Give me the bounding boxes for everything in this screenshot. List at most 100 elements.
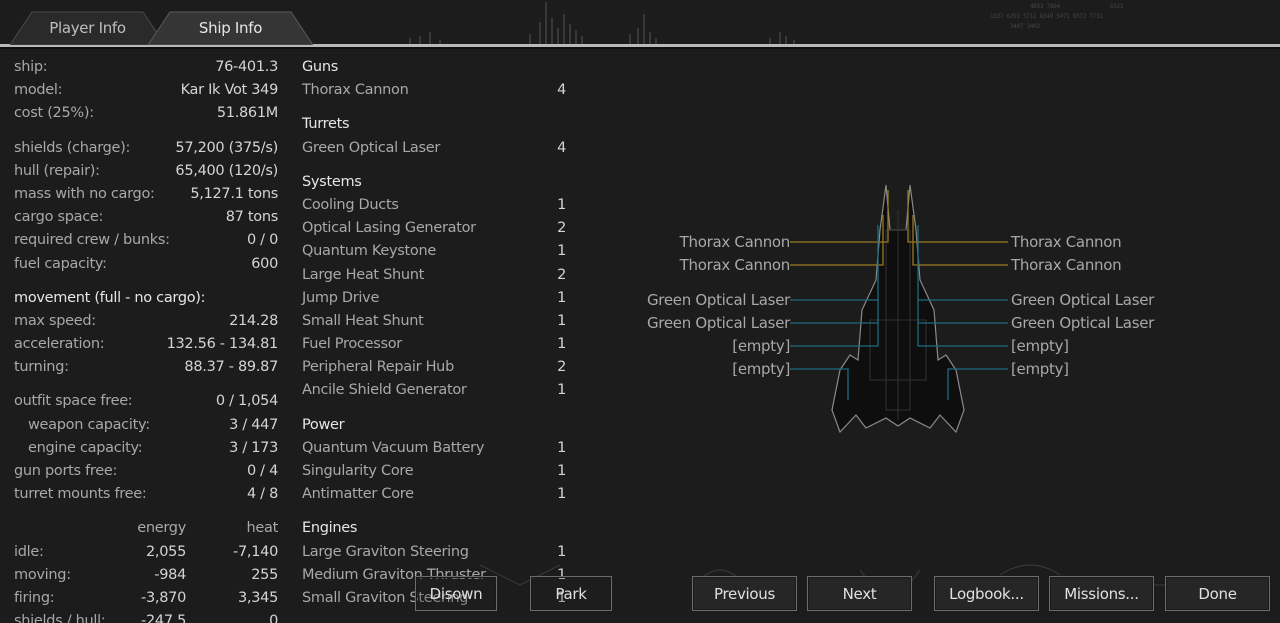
outfit-count: 2	[557, 266, 566, 283]
svg-text:6321: 6321	[1110, 3, 1124, 10]
svg-text:4893 7864: 4893 7864	[1030, 3, 1060, 10]
stat-value: 88.37 - 89.87	[184, 359, 278, 376]
ship-hardpoint-diagram: Thorax Cannon Thorax Cannon Green Optica…	[600, 170, 1280, 440]
heat-value: -7,140	[233, 543, 278, 560]
outfit-name: Singularity Core	[302, 463, 414, 479]
stat-label: hull (repair):	[14, 162, 100, 179]
category-turrets: Turrets	[302, 116, 350, 133]
stat-value: 0 / 1,054	[215, 393, 278, 410]
energy-value: -984	[154, 566, 186, 583]
hardpoint-label-right: [empty]	[1011, 360, 1069, 378]
stat-value: Kar Ik Vot 349	[180, 82, 279, 99]
next-button[interactable]: Next	[807, 576, 912, 611]
stat-label: required crew / bunks:	[14, 232, 170, 249]
outfit-row[interactable]: Large Graviton Steering 1	[302, 541, 566, 564]
column-header	[14, 517, 114, 540]
done-button[interactable]: Done	[1165, 576, 1270, 611]
stat-label: turret mounts free:	[14, 486, 147, 503]
hardpoint-label-left: Thorax Cannon	[679, 233, 791, 251]
logbook-button[interactable]: Logbook...	[934, 576, 1039, 611]
stat-value: 0 / 0	[246, 232, 278, 249]
stat-row-model: model:Kar Ik Vot 349	[14, 79, 278, 102]
section-header: movement (full - no cargo):	[14, 289, 206, 306]
stat-row-crew: required crew / bunks: 0 / 0	[14, 229, 278, 252]
stat-row-outfit-space: outfit space free:0 / 1,054	[14, 390, 278, 413]
stat-row-gun-ports: gun ports free:0 / 4	[14, 460, 278, 483]
hardpoint-label-left: Green Optical Laser	[646, 291, 790, 309]
outfit-name: Small Heat Shunt	[302, 312, 424, 329]
outfit-name: Fuel Processor	[302, 336, 402, 353]
stat-label: shields (charge):	[14, 139, 131, 156]
outfit-count: 1	[557, 289, 566, 306]
tab-player-info[interactable]: Player Info	[10, 11, 165, 45]
category-power: Power	[302, 416, 345, 433]
stat-row-mass: mass with no cargo:5,127.1 tons	[14, 183, 278, 206]
outfit-count: 1	[557, 486, 566, 503]
outfit-count: 1	[557, 196, 566, 213]
stat-row-turret-mounts: turret mounts free:4 / 8	[14, 483, 278, 506]
disown-button[interactable]: Disown	[415, 576, 497, 611]
outfit-count: 2	[557, 359, 566, 376]
stat-row-cost: cost (25%):51.861M	[14, 102, 278, 125]
outfit-name: Large Graviton Steering	[302, 543, 469, 560]
outfit-count: 1	[557, 243, 566, 260]
previous-button[interactable]: Previous	[692, 576, 797, 611]
row-label: idle:	[14, 543, 44, 560]
energy-value: -247.5	[141, 613, 186, 623]
stat-label: mass with no cargo:	[14, 185, 155, 202]
tab-ship-info[interactable]: Ship Info	[148, 11, 313, 45]
outfit-name: Quantum Vacuum Battery	[302, 439, 485, 456]
hardpoint-label-right: Green Optical Laser	[1011, 314, 1155, 332]
park-button[interactable]: Park	[530, 576, 612, 611]
category-guns: Guns	[302, 59, 338, 75]
stat-row-weapon-capacity: weapon capacity:3 / 447	[14, 414, 278, 437]
stat-label: acceleration:	[14, 336, 105, 353]
stat-label: ship:	[14, 59, 48, 75]
outfit-count: 1	[557, 382, 566, 399]
outfit-row[interactable]: Ancile Shield Generator 1	[302, 379, 566, 402]
outfit-name: Ancile Shield Generator	[302, 382, 467, 399]
energy-heat-row-idle: idle:2,055-7,140	[14, 541, 278, 564]
stat-row-engine-capacity: engine capacity:3 / 173	[14, 437, 278, 460]
stat-value: 76-401.3	[215, 59, 278, 75]
category-engines: Engines	[302, 520, 358, 537]
outfit-row[interactable]: Quantum Keystone 1	[302, 240, 566, 263]
outfit-name: Quantum Keystone	[302, 243, 436, 260]
missions-button[interactable]: Missions...	[1049, 576, 1154, 611]
stat-value: 214.28	[229, 312, 278, 329]
stat-label: max speed:	[14, 312, 96, 329]
ship-sprite-icon	[790, 184, 1008, 434]
stat-label: cargo space:	[14, 209, 104, 226]
energy-value: -3,870	[141, 589, 186, 606]
outfit-count: 4	[557, 82, 566, 99]
svg-text:3407 3402: 3407 3402	[1010, 23, 1040, 30]
svg-text:1337 6291 5712 8349 5471 9372: 1337 6291 5712 8349 5471 9372 7731	[990, 13, 1103, 20]
tab-shape	[148, 11, 313, 45]
header-divider-shadow	[0, 47, 1280, 49]
heat-value: 0	[269, 613, 278, 623]
stat-value: 3 / 447	[229, 416, 278, 433]
stat-value: 600	[251, 255, 278, 272]
hardpoint-label-left: [empty]	[732, 337, 790, 355]
stat-value: 3 / 173	[229, 439, 278, 456]
outfit-count: 1	[557, 543, 566, 560]
hardpoint-label-left: Thorax Cannon	[679, 256, 791, 274]
outfit-row[interactable]: Thorax Cannon 4	[302, 79, 566, 102]
outfit-name: Thorax Cannon	[302, 82, 409, 99]
